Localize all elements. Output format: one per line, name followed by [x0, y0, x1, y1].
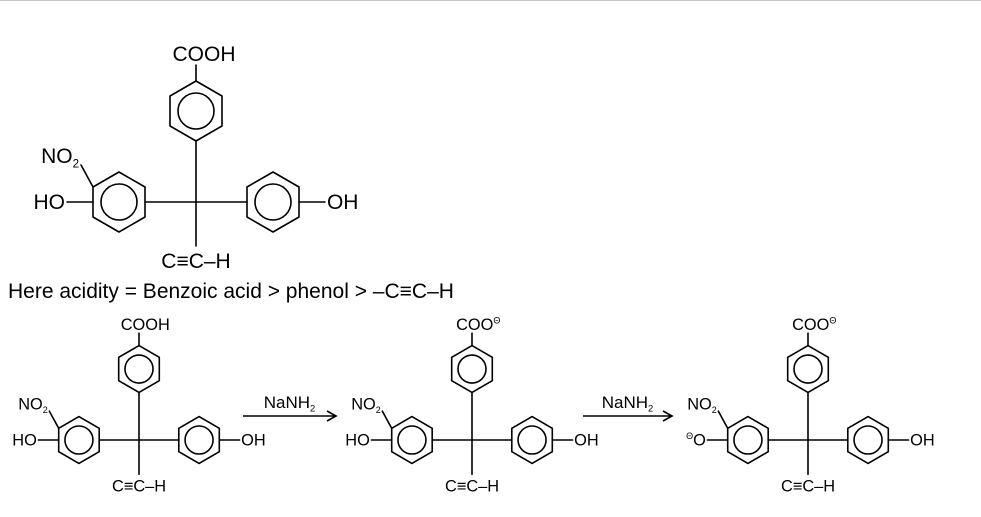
- hydroxyl-group-right: OH: [241, 431, 266, 449]
- benzene-ring-right-aromatic-circle: [517, 425, 547, 455]
- top-divider: [0, 0, 981, 1]
- hydroxyl-group-right: OH: [910, 431, 935, 449]
- benzene-ring-left-aromatic-circle: [64, 425, 94, 455]
- phenoxide-group: ΘO: [686, 431, 706, 450]
- benzene-ring-right: [178, 415, 221, 465]
- benzene-ring-right: [510, 415, 554, 465]
- reaction-arrow-1: NaNH2: [243, 393, 338, 422]
- reagent-label: NaNH2: [264, 393, 316, 414]
- benzene-ring-right-aromatic-circle: [853, 425, 883, 455]
- benzene-ring-right: [846, 415, 890, 465]
- benzene-ring-top-aromatic-circle: [793, 354, 823, 384]
- benzene-ring-top: [450, 344, 494, 394]
- carboxyl-group: COOH: [173, 43, 236, 66]
- nitro-group: NO2: [41, 145, 79, 171]
- benzene-ring-top: [786, 344, 830, 394]
- benzene-ring-left-aromatic-circle: [733, 425, 763, 455]
- reaction-arrow-2: NaNH2: [583, 393, 674, 422]
- carboxyl-group: COOΘ: [792, 315, 836, 334]
- hydroxyl-group-right: OH: [574, 431, 599, 449]
- hydroxyl-group-left: HO: [34, 191, 66, 214]
- benzene-ring-right: [246, 171, 300, 233]
- alkyne-group: C≡C–H: [112, 477, 166, 495]
- nitro-group: NO2: [687, 396, 717, 416]
- benzene-ring-top-aromatic-circle: [177, 92, 215, 130]
- reagent-label: NaNH2: [602, 393, 654, 414]
- hydroxyl-group-left: HO: [12, 431, 37, 449]
- benzene-ring-right-aromatic-circle: [254, 183, 292, 221]
- nitro-group: NO2: [18, 396, 48, 416]
- hydroxyl-group-right: OH: [327, 191, 359, 214]
- alkyne-group: C≡C–H: [161, 250, 230, 273]
- benzene-ring-left-aromatic-circle: [397, 425, 427, 455]
- benzene-ring-right-aromatic-circle: [184, 425, 214, 455]
- benzene-ring-top: [169, 80, 223, 142]
- benzene-ring-top-aromatic-circle: [124, 354, 154, 384]
- hydroxyl-group-left: HO: [345, 431, 370, 449]
- benzene-ring-left-aromatic-circle: [100, 183, 138, 221]
- acidity-statement: Here acidity = Benzoic acid > phenol > –…: [8, 280, 454, 303]
- alkyne-group: C≡C–H: [781, 477, 835, 495]
- alkyne-group: C≡C–H: [445, 477, 499, 495]
- carboxyl-group: COOH: [121, 316, 170, 334]
- carboxyl-group: COOΘ: [456, 315, 500, 334]
- benzene-ring-top: [117, 344, 161, 394]
- nitro-group: NO2: [351, 396, 381, 416]
- benzene-ring-top-aromatic-circle: [457, 354, 487, 384]
